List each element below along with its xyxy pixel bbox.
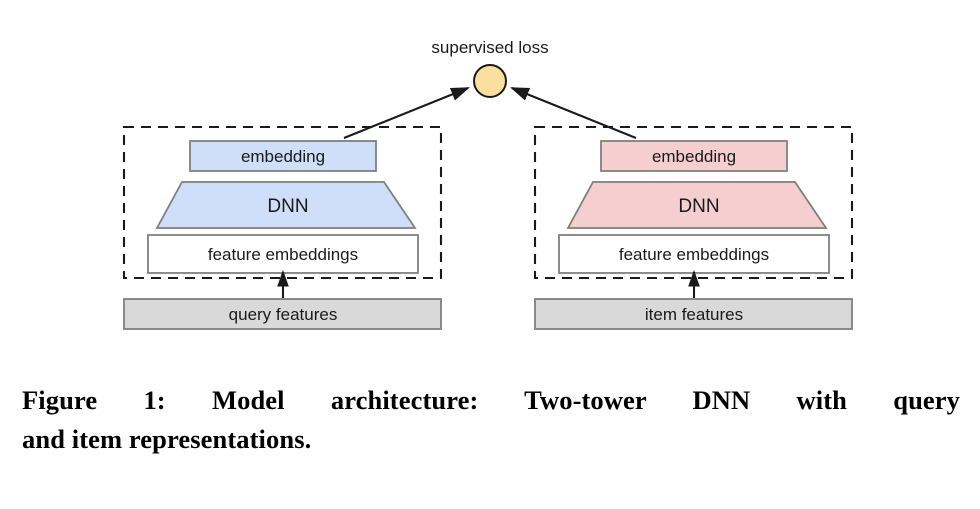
supervised-loss-label: supervised loss <box>431 38 548 57</box>
query-dnn-label: DNN <box>267 196 308 217</box>
figure-caption-line-2: and item representations. <box>22 424 312 454</box>
query-embedding-to-loss-arrow <box>343 87 470 139</box>
query-features-label: query features <box>229 305 338 324</box>
item-embedding-box <box>600 140 788 172</box>
query-embedding-box <box>189 140 377 172</box>
query-tower-dashed-border <box>122 125 443 280</box>
item-tower-dashed-border <box>533 125 854 280</box>
figure-caption-line-1: Figure 1: Model architecture: Two-tower … <box>22 385 960 415</box>
item-embedding-label: embedding <box>652 147 736 166</box>
query-dnn-trapezoid <box>155 181 417 229</box>
item-dnn-trapezoid <box>566 181 828 229</box>
figure-diagram: supervised loss embedding DNN feature em… <box>122 38 854 330</box>
item-dnn-label: DNN <box>678 196 719 217</box>
query-feature-embeddings-box <box>147 234 419 274</box>
query-tower: embedding DNN feature embeddings query f… <box>122 87 470 330</box>
item-feature-embeddings-label: feature embeddings <box>619 245 769 264</box>
item-features-box <box>534 298 853 330</box>
figure-caption: Figure 1: Model architecture: Two-tower … <box>22 381 960 459</box>
item-features-label: item features <box>645 305 743 324</box>
item-feature-embeddings-box <box>558 234 830 274</box>
query-embedding-label: embedding <box>241 147 325 166</box>
query-features-box <box>123 298 442 330</box>
item-embedding-to-loss-arrow <box>510 87 637 139</box>
supervised-loss-node <box>473 64 507 98</box>
query-feature-embeddings-label: feature embeddings <box>208 245 358 264</box>
item-tower: embedding DNN feature embeddings item fe… <box>510 87 854 330</box>
